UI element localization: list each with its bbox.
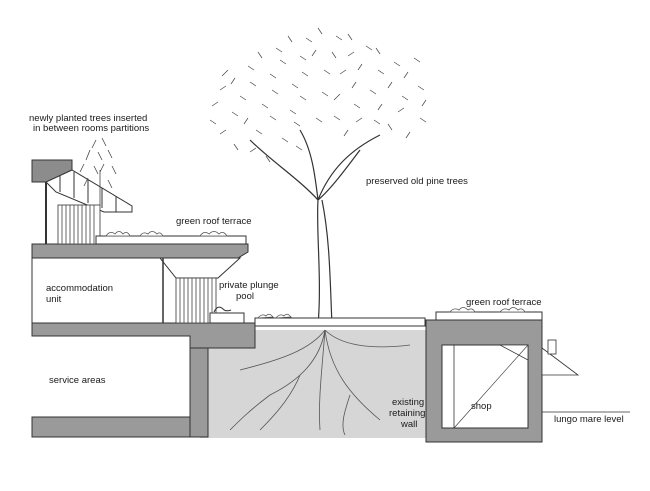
green-roof-right-soil (435, 311, 543, 321)
label-preserved-pines: preserved old pine trees (366, 176, 468, 187)
label-shop: shop (471, 401, 492, 412)
roof-louvre-canopy (45, 169, 133, 213)
label-retaining-wall-1: existing (392, 397, 424, 408)
pine-tree-icon (209, 27, 427, 163)
green-roof-left-soil (95, 235, 247, 245)
label-accommodation-1: accommodation (46, 283, 113, 294)
plunge-pool (209, 312, 245, 324)
label-accommodation-2: unit (46, 294, 62, 305)
ground-floor-slab (31, 322, 256, 349)
label-service-areas: service areas (49, 375, 106, 386)
shop-interior (441, 344, 529, 429)
label-plunge-pool-2: pool (236, 291, 254, 302)
label-green-roof-left: green roof terrace (176, 216, 252, 227)
label-green-roof-right: green roof terrace (466, 297, 542, 308)
basement-wall (189, 335, 209, 438)
shrub-icon (105, 231, 228, 237)
label-lungo-mare: lungo mare level (554, 414, 624, 425)
label-newly-planted-1: newly planted trees inserted (29, 113, 147, 124)
label-plunge-pool-1: private plunge (219, 280, 279, 291)
room-partition-screen (57, 204, 101, 245)
upper-roof-slab (31, 243, 249, 259)
label-retaining-wall-3: wall (400, 419, 417, 430)
shrub-icon (257, 313, 292, 319)
balcony-screen (175, 277, 217, 324)
basement-floor-slab (31, 416, 205, 438)
pool-figure (213, 306, 232, 313)
label-retaining-wall-2: retaining (389, 408, 425, 419)
small-tree-icon (79, 137, 117, 205)
shop-canopy (541, 347, 580, 376)
courtyard-planter (254, 317, 426, 327)
label-newly-planted-2: in between rooms partitions (33, 123, 149, 134)
pine-trunk (249, 129, 381, 326)
pine-roots (229, 329, 411, 436)
shrub-icon (449, 307, 526, 313)
earth-mass (200, 330, 430, 438)
roof-cantilever (158, 257, 242, 279)
